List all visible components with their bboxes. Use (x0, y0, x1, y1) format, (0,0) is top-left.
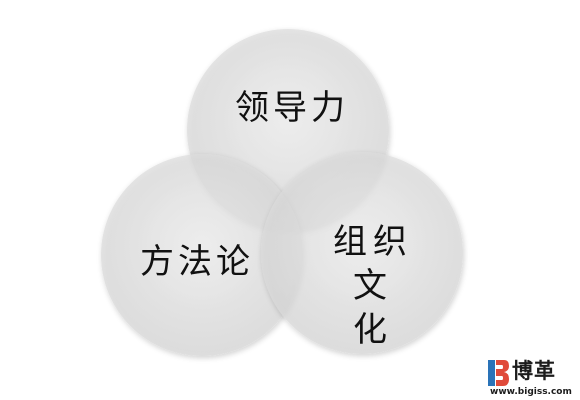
organizational-culture-label: 组织文 化 (333, 222, 413, 350)
brand-url: www.bigiss.com (490, 387, 572, 397)
circle-culture (261, 152, 463, 354)
leadership-label: 领导力 (235, 88, 349, 128)
circle-methodology (101, 154, 303, 356)
methodology-label: 方法论 (140, 242, 254, 282)
brand-name: 博革 (512, 359, 556, 383)
brand-watermark: 博革 www.bigiss.com (488, 356, 580, 400)
brand-logo-icon (488, 360, 509, 386)
